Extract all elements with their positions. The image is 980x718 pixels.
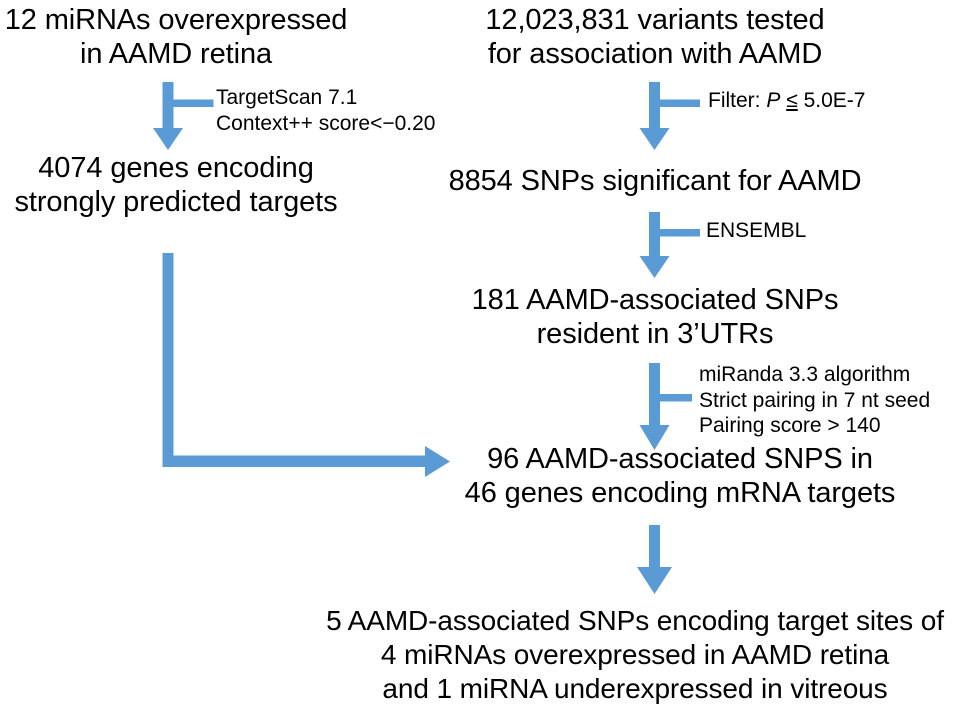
node-snps-in-genes: 96 AAMD-associated SNPS in 46 genes enco… (440, 443, 920, 510)
arrow-genes-to-snps-in-genes (162, 253, 450, 477)
arrow-significant-to-utrs (639, 212, 700, 278)
annotation-miranda-line2: Strict pairing in 7 nt seed (699, 388, 931, 412)
node-mirnas-overexpressed-line2: in AAMD retina (79, 37, 272, 70)
node-variants-tested-line1: 12,023,831 variants tested (485, 4, 825, 36)
annotation-targetscan-line2: Context++ score<−0.20 (216, 111, 436, 135)
arrow-variants-to-significant (639, 82, 700, 150)
node-snps-in-genes-line1: 96 AAMD-associated SNPS in (487, 443, 873, 475)
node-genes-encoding-targets-line2: strongly predicted targets (14, 185, 338, 218)
node-final-result: 5 AAMD-associated SNPs encoding target s… (285, 604, 980, 706)
annotation-miranda-line1: miRanda 3.3 algorithm (699, 363, 911, 386)
annotation-miranda: miRanda 3.3 algorithm Strict pairing in … (699, 362, 930, 439)
node-mirnas-overexpressed: 12 miRNAs overexpressed in AAMD retina (0, 4, 356, 71)
node-variants-tested: 12,023,831 variants tested for associati… (435, 4, 875, 71)
annotation-ensembl-line1: ENSEMBL (706, 219, 807, 242)
node-snps-in-utrs-line2: resident in 3’UTRs (536, 317, 774, 350)
node-final-result-line2: 4 miRNAs overexpressed in AAMD retina (380, 639, 890, 671)
annotation-pvalue-filter: Filter: P ≤ 5.0E-7 (708, 88, 865, 114)
node-snps-in-genes-line2: 46 genes encoding mRNA targets (464, 476, 896, 509)
node-final-result-line3: and 1 miRNA underexpressed in vitreous (382, 673, 888, 705)
node-variants-tested-line2: for association with AAMD (487, 37, 823, 70)
node-snps-in-utrs: 181 AAMD-associated SNPs resident in 3’U… (435, 284, 875, 351)
node-final-result-line1: 5 AAMD-associated SNPs encoding target s… (326, 605, 944, 636)
annotation-targetscan-line1: TargetScan 7.1 (216, 86, 358, 109)
annotation-pvalue-prefix: Filter: (708, 89, 767, 112)
annotation-targetscan: TargetScan 7.1 Context++ score<−0.20 (216, 85, 436, 136)
node-snps-significant-line1: 8854 SNPs significant for AAMD (448, 165, 862, 197)
arrow-mirnas-to-genes (153, 82, 214, 150)
annotation-pvalue-value: 5.0E-7 (797, 89, 866, 112)
node-snps-in-utrs-line1: 181 AAMD-associated SNPs (471, 284, 839, 316)
node-mirnas-overexpressed-line1: 12 miRNAs overexpressed (4, 4, 348, 36)
annotation-miranda-line3: Pairing score > 140 (699, 414, 881, 438)
annotation-ensembl: ENSEMBL (706, 218, 806, 244)
node-genes-encoding-targets: 4074 genes encoding strongly predicted t… (0, 152, 356, 219)
annotation-pvalue-symbol-le: ≤ (786, 89, 798, 112)
node-snps-significant: 8854 SNPs significant for AAMD (435, 165, 875, 199)
node-genes-encoding-targets-line1: 4074 genes encoding (38, 152, 314, 184)
arrow-utrs-to-snps-in-genes (639, 363, 692, 450)
annotation-pvalue-symbol-p: P (766, 89, 781, 112)
arrow-snps-in-genes-to-final (637, 525, 672, 594)
